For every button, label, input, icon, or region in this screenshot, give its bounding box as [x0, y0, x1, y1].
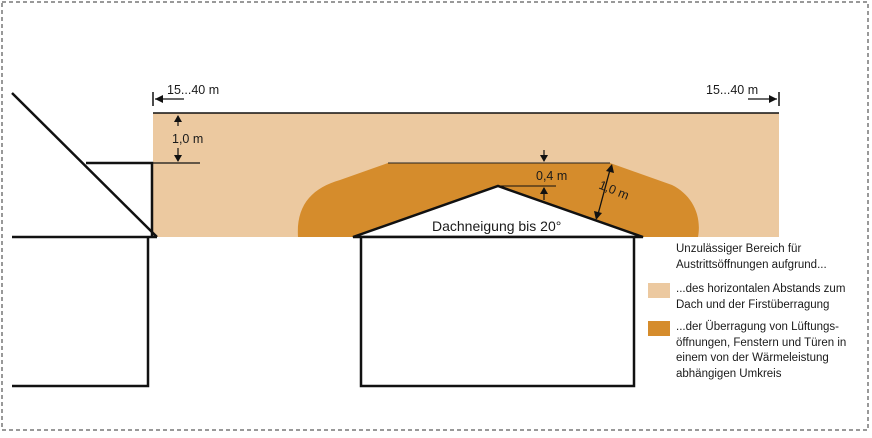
dashed-frame	[1, 1, 869, 431]
right-building	[352, 184, 644, 388]
arrow-height-ridge	[498, 150, 556, 200]
arrow-height-left	[174, 115, 182, 162]
label-height-ridge: 0,4 m	[536, 169, 567, 183]
legend-item-label: ...des horizontalen Abstands zum Dach un…	[676, 283, 846, 311]
label-setback-left: 15...40 m	[167, 83, 219, 97]
dimension-left	[152, 92, 184, 106]
legend-swatch-light	[648, 283, 670, 298]
label-height-left: 1,0 m	[172, 132, 203, 146]
arrow-radius	[594, 164, 614, 220]
legend-title: Unzulässiger Bereich für Austrittsöffnun…	[676, 243, 827, 271]
legend-item-label: ...der Überragung von Lüftungs-öffnungen…	[676, 321, 847, 380]
label-roof-slope: Dachneigung bis 20°	[432, 218, 561, 234]
left-building	[11, 92, 158, 388]
dimension-right	[748, 92, 780, 106]
label-setback-right: 15...40 m	[706, 83, 758, 97]
legend-swatch-dark	[648, 321, 670, 336]
